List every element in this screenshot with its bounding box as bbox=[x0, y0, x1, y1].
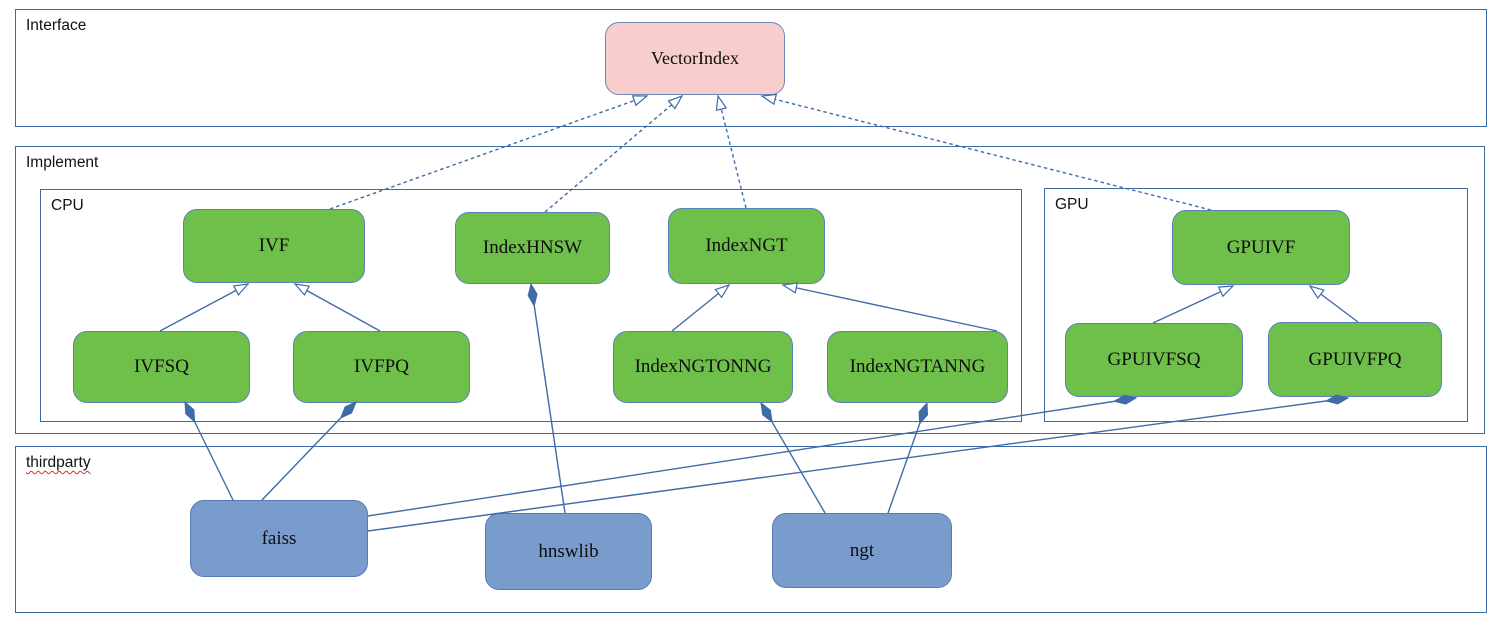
node-ngt[interactable]: ngt bbox=[772, 513, 952, 588]
node-indexngt-label: IndexNGT bbox=[705, 235, 788, 256]
node-ivf[interactable]: IVF bbox=[183, 209, 365, 283]
node-indexhnsw[interactable]: IndexHNSW bbox=[455, 212, 610, 284]
node-indexhnsw-label: IndexHNSW bbox=[482, 237, 583, 258]
container-thirdparty-label: thirdparty bbox=[26, 454, 91, 471]
node-vectorindex-label: VectorIndex bbox=[651, 48, 739, 68]
node-ivfpq[interactable]: IVFPQ bbox=[293, 331, 470, 403]
node-indexngtonng-label: IndexNGTONNG bbox=[634, 356, 772, 377]
container-gpu-label: GPU bbox=[1055, 196, 1089, 213]
node-ivfsq-label: IVFSQ bbox=[134, 356, 189, 377]
container-interface[interactable]: Interface bbox=[15, 9, 1487, 127]
node-ivfsq[interactable]: IVFSQ bbox=[73, 331, 250, 403]
node-hnswlib[interactable]: hnswlib bbox=[485, 513, 652, 590]
node-indexngtanng[interactable]: IndexNGTANNG bbox=[827, 331, 1008, 403]
node-ngt-label: ngt bbox=[849, 539, 875, 561]
node-gpuivf-label: GPUIVF bbox=[1226, 236, 1296, 258]
node-ivfpq-label: IVFPQ bbox=[354, 356, 409, 377]
node-gpuivf[interactable]: GPUIVF bbox=[1172, 210, 1350, 285]
container-implement-label: Implement bbox=[26, 154, 99, 171]
node-gpuivfpq-label: GPUIVFPQ bbox=[1308, 348, 1402, 370]
node-hnswlib-label: hnswlib bbox=[538, 540, 599, 562]
node-ivf-label: IVF bbox=[258, 235, 290, 256]
node-indexngtanng-label: IndexNGTANNG bbox=[849, 356, 986, 377]
node-gpuivfsq-label: GPUIVFSQ bbox=[1107, 349, 1201, 370]
node-vectorindex[interactable]: VectorIndex bbox=[605, 22, 785, 95]
node-faiss-label: faiss bbox=[261, 527, 297, 549]
container-cpu-label: CPU bbox=[51, 197, 84, 214]
node-faiss[interactable]: faiss bbox=[190, 500, 368, 577]
node-indexngtonng[interactable]: IndexNGTONNG bbox=[613, 331, 793, 403]
node-gpuivfsq[interactable]: GPUIVFSQ bbox=[1065, 323, 1243, 397]
node-indexngt[interactable]: IndexNGT bbox=[668, 208, 825, 284]
node-gpuivfpq[interactable]: GPUIVFPQ bbox=[1268, 322, 1442, 397]
container-interface-label: Interface bbox=[26, 17, 87, 34]
